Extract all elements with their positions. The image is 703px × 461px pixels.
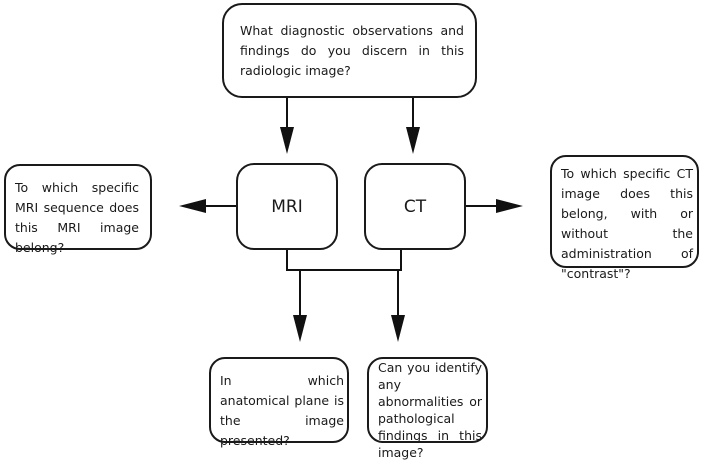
mri-sequence-question-text: To which specific MRI sequence does this… bbox=[15, 180, 139, 255]
ct-box: CT bbox=[364, 163, 466, 250]
plane-question-text: In which anatomical plane is the image p… bbox=[220, 373, 344, 448]
ct-contrast-question-text: To which specific CT image does this bel… bbox=[561, 166, 693, 281]
plane-question-box: In which anatomical plane is the image p… bbox=[209, 357, 349, 448]
mri-sequence-question-box: To which specific MRI sequence does this… bbox=[4, 164, 152, 255]
abnormality-question-text: Can you identify any abnormalities or pa… bbox=[378, 360, 482, 460]
ct-contrast-question-box: To which specific CT image does this bel… bbox=[550, 155, 699, 281]
flowchart-connectors bbox=[179, 97, 523, 342]
top-question-box: What diagnostic observations and finding… bbox=[222, 3, 477, 98]
arrowhead-to-ct bbox=[406, 127, 420, 154]
top-question-text: What diagnostic observations and finding… bbox=[240, 23, 464, 78]
mri-label: MRI bbox=[271, 196, 303, 217]
arrowhead-to-contrast bbox=[496, 199, 523, 213]
arrowhead-to-sequence bbox=[179, 199, 206, 213]
arrowhead-to-plane bbox=[293, 315, 307, 342]
arrowhead-to-mri bbox=[280, 127, 294, 154]
abnormality-question-box: Can you identify any abnormalities or pa… bbox=[367, 357, 488, 460]
ct-label: CT bbox=[403, 196, 427, 217]
mri-box: MRI bbox=[236, 163, 338, 250]
arrowhead-to-abnormality bbox=[391, 315, 405, 342]
